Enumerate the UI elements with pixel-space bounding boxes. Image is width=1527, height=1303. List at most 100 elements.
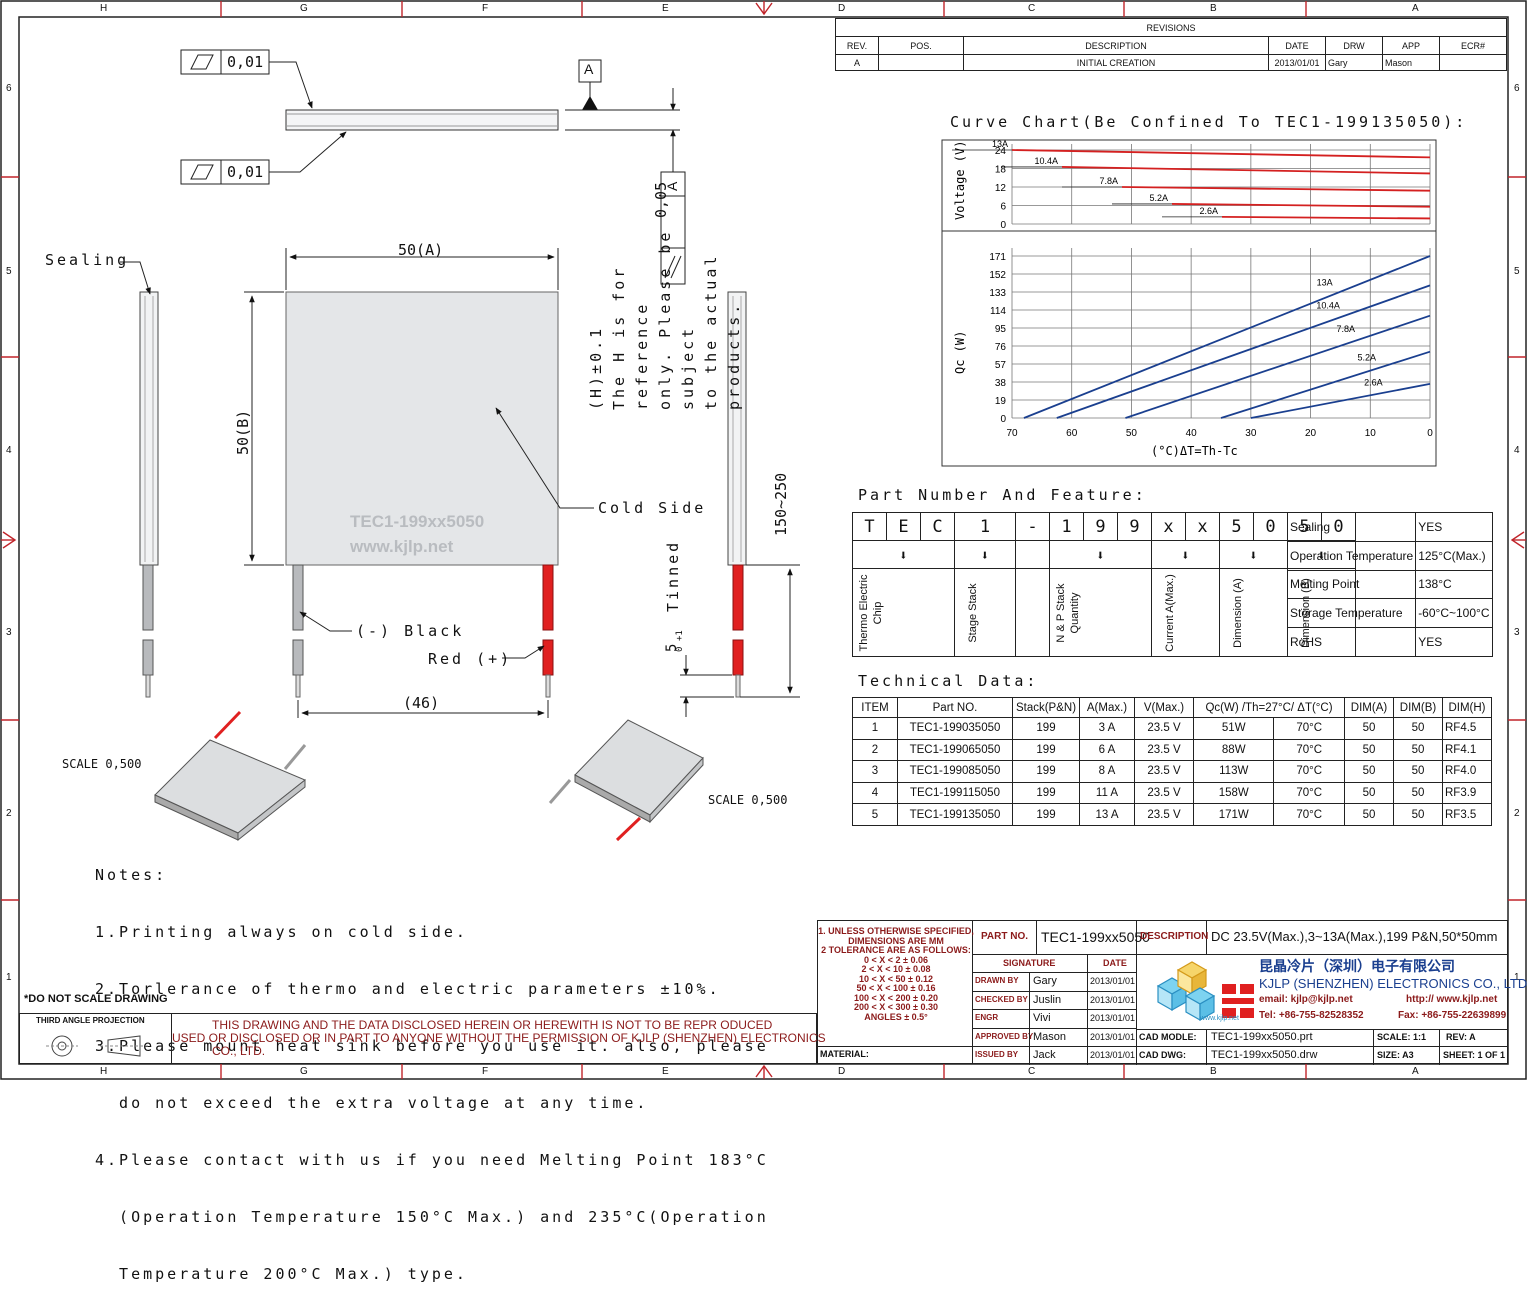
- qc-series-line: [1220, 350, 1431, 419]
- technical-cell: 158W: [1192, 781, 1275, 805]
- cad-dwg-label: CAD DWG:: [1139, 1050, 1186, 1060]
- third-angle-label: THIRD ANGLE PROJECTION: [36, 1016, 145, 1025]
- note-line: Temperature 200°C Max.) type.: [95, 1265, 468, 1283]
- feature-label: RoHS: [1286, 627, 1417, 657]
- technical-header: A(Max.): [1079, 697, 1135, 718]
- tolerance-line: ANGLES ± 0.5°: [864, 1011, 928, 1022]
- signature-date: 2013/01/01: [1090, 1013, 1136, 1024]
- part-number-caption-cell: Thermo Electric Chip: [852, 568, 955, 657]
- part-number-arrow-cell: ⬇: [1049, 540, 1152, 569]
- dimension-a: 50(A): [398, 241, 444, 259]
- zone-number: 6: [1514, 83, 1520, 94]
- rev-header: REV.: [835, 36, 879, 55]
- voltage-series-line: [1061, 166, 1431, 175]
- zone-letter: G: [300, 3, 308, 14]
- scale-right: SCALE 0,500: [708, 793, 788, 807]
- technical-cell: RF4.1: [1442, 738, 1492, 762]
- qc-series-line: [1023, 255, 1431, 419]
- chart-title: Curve Chart(Be Confined To TEC1-19913505…: [950, 113, 1468, 131]
- signature-role: CHECKED BY: [975, 994, 1028, 1004]
- company-logo: [1156, 961, 1254, 1022]
- technical-cell: 70°C: [1273, 781, 1345, 805]
- zone-letter: G: [300, 1066, 308, 1077]
- part-number-caption-cell: Current A(Max.): [1151, 568, 1220, 657]
- sheet-label: SHEET: 1 OF 1: [1443, 1050, 1506, 1060]
- signature-divider: [1029, 972, 1030, 1065]
- part-number-char: 9: [1083, 512, 1118, 541]
- part-no-label: PART NO.: [981, 931, 1029, 942]
- signature-date: 2013/01/01: [1090, 1031, 1136, 1042]
- black-lead-label: (-) Black: [356, 622, 465, 640]
- module-print-label: TEC1-199xx5050: [350, 512, 485, 531]
- signature-name: Gary: [1033, 975, 1057, 987]
- red-lead: [542, 564, 554, 698]
- disclaimer-line: CO., LTD.: [212, 1044, 266, 1058]
- notes: Notes: 1.Printing always on cold side. 2…: [95, 828, 769, 1303]
- rev-header: POS.: [878, 36, 964, 55]
- feature-label: Melting Point: [1286, 569, 1417, 600]
- signature-label: SIGNATURE: [1003, 958, 1056, 968]
- part-number-arrow-cell: [1015, 540, 1050, 569]
- technical-cell: TEC1-199085050: [897, 760, 1013, 783]
- part-number-caption: N & P Stack Quantity: [1055, 582, 1081, 643]
- qc-series-line: [1125, 314, 1431, 419]
- voltage-series-line: [1221, 216, 1431, 220]
- parallelism-frame: [660, 152, 686, 285]
- technical-title: Technical Data:: [858, 672, 1039, 690]
- technical-cell: 199: [1012, 717, 1080, 740]
- tolerance-line: 100 < X < 200 ± 0.20: [853, 992, 938, 1003]
- tin-tolerance-minus: 0: [675, 646, 685, 652]
- qc-x-tick-label: 60: [1066, 428, 1078, 439]
- part-number-caption: Current A(Max.): [1164, 573, 1176, 652]
- technical-cell: 23.5 V: [1134, 781, 1194, 805]
- qc-series-line: [1250, 383, 1431, 419]
- company-name-cn: 昆晶冷片（深圳）电子有限公司: [1259, 959, 1455, 975]
- logo-url: www.kjlp.net: [1200, 1015, 1239, 1022]
- zone-letter: H: [100, 3, 108, 14]
- rev-header: APP: [1382, 36, 1440, 55]
- zone-number: 1: [1514, 972, 1520, 983]
- qc-tick-label: 38: [995, 378, 1007, 389]
- description-label: DESCRIPTION: [1140, 931, 1209, 942]
- part-no-value: TEC1-199xx5050: [1041, 929, 1150, 945]
- part-number-arrow-cell: ⬇: [852, 540, 955, 569]
- technical-cell: 8 A: [1079, 760, 1135, 783]
- technical-cell: 70°C: [1273, 803, 1345, 826]
- note-line: 3.Please mount heat sink before you use …: [95, 1037, 769, 1055]
- rev-cell: Gary: [1325, 54, 1383, 71]
- part-number-char: E: [886, 512, 921, 541]
- technical-cell: RF4.0: [1442, 760, 1492, 783]
- technical-header: DIM(H): [1442, 697, 1492, 718]
- flatness-value-top: 0,01: [227, 53, 264, 71]
- tolerance-notes: 1. UNLESS OTHERWISE SPECIFIED,DIMENSIONS…: [818, 926, 974, 1022]
- zone-number: 4: [6, 445, 12, 456]
- technical-cell: RF4.5: [1442, 717, 1492, 740]
- part-number-char: x: [1185, 512, 1220, 541]
- qc-x-tick-label: 10: [1365, 428, 1377, 439]
- part-number-arrow-cell: ⬇: [954, 540, 1016, 569]
- qc-series-line: [1056, 284, 1431, 419]
- qc-x-tick-label: 70: [1006, 428, 1018, 439]
- technical-cell: 50: [1393, 738, 1443, 762]
- technical-cell: TEC1-199135050: [897, 803, 1013, 826]
- part-number-arrow-cell: ⬇: [1219, 540, 1288, 569]
- lead-length: 150~250: [772, 472, 790, 536]
- note-line: (Operation Temperature 150°C Max.) and 2…: [95, 1208, 769, 1226]
- cad-row-divider: [1136, 1046, 1508, 1047]
- note-line: 2.Torlerance of thermo and electric para…: [95, 980, 721, 998]
- tolerance-line: 10 < X < 50 ± 0.12: [859, 973, 933, 984]
- zone-number: 3: [1514, 627, 1520, 638]
- zone-letter: C: [1028, 3, 1036, 14]
- cad-divider: [1206, 1029, 1207, 1065]
- edge-view: [285, 109, 559, 131]
- down-arrow-icon: ⬇: [1096, 547, 1105, 564]
- zone-number: 3: [6, 627, 12, 638]
- part-number-char: -: [1015, 512, 1050, 541]
- qc-tick-label: 171: [989, 252, 1006, 263]
- cold-side-label: Cold Side: [598, 499, 707, 517]
- technical-cell: 70°C: [1273, 717, 1345, 740]
